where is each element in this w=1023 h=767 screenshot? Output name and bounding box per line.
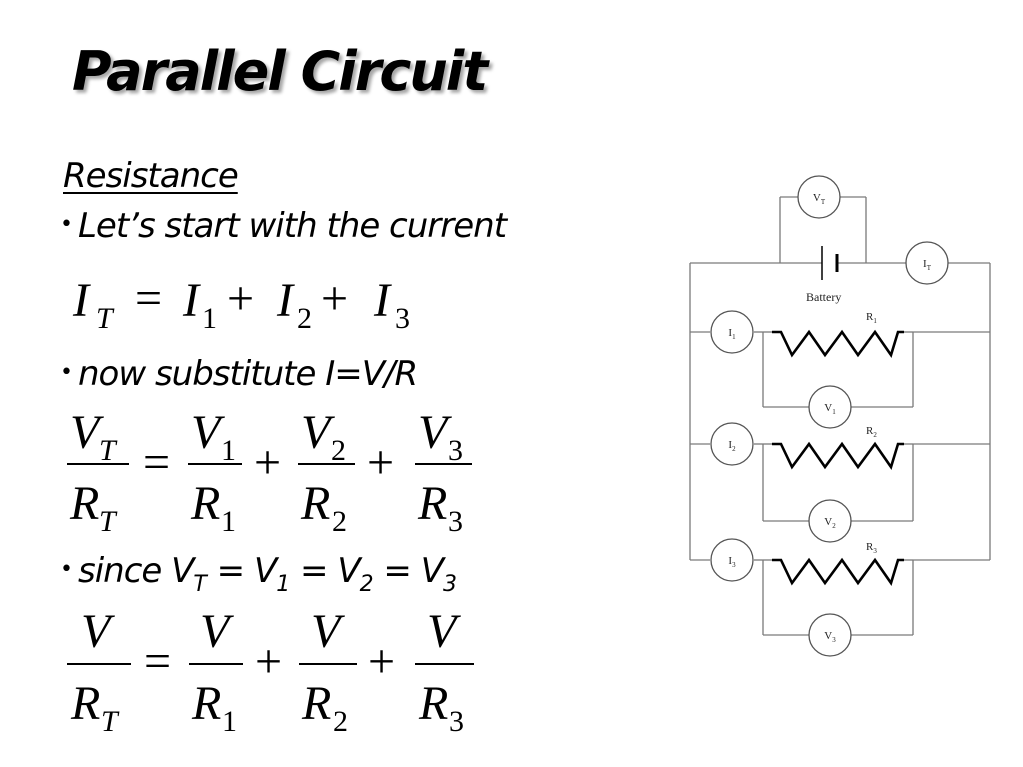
bullet-text: now substitute I=V/R (77, 354, 418, 394)
meter-label-v1: V1 (824, 402, 836, 416)
ammeter-total-icon (905, 241, 949, 285)
eq-plus: + (367, 436, 394, 489)
bullet-current: •Let’s start with the current (60, 206, 507, 246)
voltmeter-1-icon (808, 385, 852, 429)
eq-plus: + (254, 436, 281, 489)
eq-sub: 1 (221, 434, 236, 467)
voltage-term: V2 (337, 551, 374, 597)
voltmeter-3-icon (808, 613, 852, 657)
eq-plus: + (227, 272, 254, 325)
slide-title: Parallel Circuit (72, 40, 488, 103)
eq-den: R (417, 477, 447, 530)
resistor-label-r2: R2 (866, 425, 877, 439)
eq-num: V (301, 406, 335, 459)
bullet-marker: • (60, 212, 73, 237)
voltage-term: V3 (420, 551, 457, 597)
meter-label-i1: I1 (728, 327, 736, 341)
eq-sub: 1 (202, 302, 217, 335)
meter-label-v3: V3 (824, 630, 836, 644)
eq-den: R (191, 677, 221, 730)
eq-sub: 2 (297, 302, 312, 335)
eq-den: R (418, 677, 448, 730)
resistor-label-r1: R1 (866, 311, 877, 325)
eq-sub: 1 (222, 705, 237, 738)
eq-sub: 3 (448, 505, 463, 538)
resistor-r1 (772, 329, 904, 358)
eq-plus: + (255, 635, 282, 688)
voltmeter-total-icon (797, 175, 841, 219)
bullet-since: •since VT = V1 = V2 = V3 (60, 551, 457, 597)
eq-equals: = (143, 436, 170, 489)
eq-sub: 2 (332, 505, 347, 538)
meter-label-vt: VT (813, 192, 826, 206)
eq-num: V (200, 605, 234, 658)
eq-sub: 2 (331, 434, 346, 467)
eq-num: V (311, 605, 345, 658)
voltage-term: VT (171, 551, 207, 597)
eq-var: I (182, 274, 201, 327)
eq-sub: 2 (333, 705, 348, 738)
meter-label-i2: I2 (728, 439, 736, 453)
eq-den: R (300, 477, 330, 530)
section-heading: Resistance (63, 156, 239, 196)
ammeter-1-icon (710, 310, 754, 354)
eq-num: V (427, 605, 461, 658)
eq-equals: = (135, 272, 162, 325)
equation-substituted: V T R T = V 1 R 1 + V 2 R 2 + V 3 R 3 (67, 406, 472, 538)
eq-sub: 3 (395, 302, 410, 335)
eq-plus: + (368, 635, 395, 688)
bullet-substitute: •now substitute I=V/R (60, 354, 418, 394)
eq-var: I (72, 274, 91, 327)
eq-var: I (276, 274, 295, 327)
eq-equals: = (144, 635, 171, 688)
eq-sub: T (101, 705, 120, 738)
resistor-r3 (772, 557, 904, 586)
eq-num: V (81, 605, 115, 658)
resistor-r2 (772, 441, 904, 470)
equals-sign: = (206, 551, 254, 591)
ammeter-2-icon (710, 422, 754, 466)
voltmeter-2-icon (808, 499, 852, 543)
eq-den: R (69, 477, 99, 530)
bullet-text-prefix: since (77, 551, 172, 591)
eq-sub: T (99, 505, 118, 538)
eq-sub: 3 (448, 434, 463, 467)
equals-sign: = (373, 551, 421, 591)
bullet-marker: • (60, 557, 73, 582)
bullet-marker: • (60, 360, 73, 385)
meter-label-i3: I3 (728, 555, 736, 569)
eq-sub: 1 (221, 505, 236, 538)
resistor-label-r3: R3 (866, 541, 877, 555)
eq-var: I (373, 274, 392, 327)
battery-label: Battery (806, 290, 841, 304)
equation-common-voltage: V R T = V R 1 + V R 2 + V R 3 (67, 605, 474, 738)
eq-den: R (70, 677, 100, 730)
parallel-circuit-diagram: Battery R1 R2 R3 VT IT I1 V1 I2 V2 I3 V3 (689, 175, 991, 657)
ammeter-3-icon (710, 538, 754, 582)
meter-label-it: IT (923, 258, 932, 272)
eq-plus: + (321, 272, 348, 325)
voltage-term: V1 (253, 551, 291, 597)
eq-num: V (418, 406, 452, 459)
eq-sub: T (96, 302, 115, 335)
eq-den: R (301, 677, 331, 730)
eq-den: R (190, 477, 220, 530)
bullet-text: Let’s start with the current (77, 206, 507, 246)
equals-sign: = (290, 551, 338, 591)
eq-num: V (191, 406, 225, 459)
equation-current-sum: I T = I 1 + I 2 + I 3 (72, 272, 410, 335)
eq-num: V (70, 406, 104, 459)
meter-label-v2: V2 (824, 516, 836, 530)
eq-sub: T (99, 434, 118, 467)
eq-sub: 3 (449, 705, 464, 738)
battery-icon (821, 246, 839, 280)
